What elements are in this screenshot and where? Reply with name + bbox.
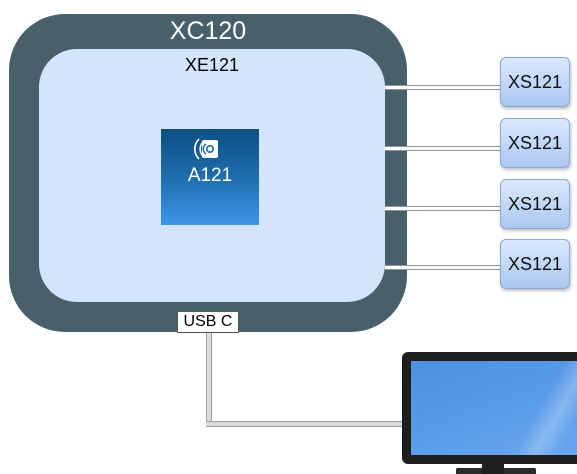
- sensor-label: XS121: [507, 253, 563, 274]
- sensor-connector-line: [385, 85, 500, 90]
- board-title: XC120: [169, 17, 247, 45]
- usb-cable-horizontal: [206, 421, 406, 427]
- xs121-sensor-4: XS121: [500, 239, 570, 289]
- sensor-connector-line: [385, 206, 500, 211]
- xs121-sensor-2: XS121: [500, 118, 570, 168]
- sensor-connector-line: [385, 146, 500, 151]
- chip-label: A121: [187, 165, 233, 186]
- usb-cable-vertical: [206, 333, 212, 427]
- sensor-label: XS121: [507, 132, 563, 153]
- usb-c-port-label: USB C: [177, 311, 239, 333]
- monitor-screen-reflection: [520, 361, 577, 455]
- sensor-connector-line: [385, 265, 500, 270]
- xs121-sensor-1: XS121: [500, 57, 570, 107]
- module-title: XE121: [184, 55, 240, 75]
- sensor-label: XS121: [507, 71, 563, 92]
- xs121-sensor-3: XS121: [500, 179, 570, 229]
- acconeer-logo-icon: [194, 138, 218, 160]
- sensor-label: XS121: [507, 193, 563, 214]
- monitor-screen: [411, 361, 577, 455]
- monitor-stand-neck: [482, 464, 504, 474]
